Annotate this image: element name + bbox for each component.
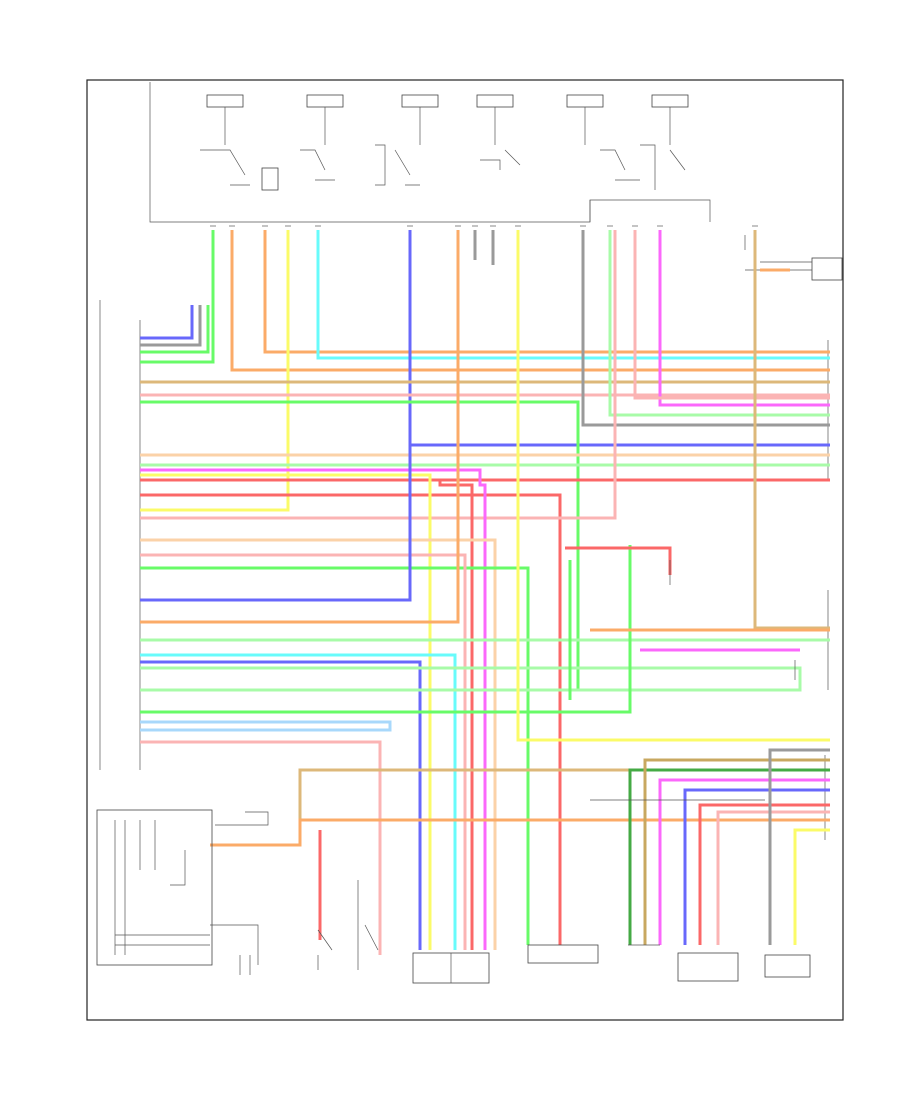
wire-red-20 <box>140 493 562 945</box>
right-top-connector <box>745 257 843 281</box>
wire-orange-2 <box>263 230 830 354</box>
wire-green-12 <box>140 400 580 690</box>
wire-orange-29 <box>140 230 460 624</box>
wire-gray-16 <box>581 230 830 427</box>
wire-blue-42 <box>683 788 830 945</box>
wire-pink-36 <box>140 740 382 955</box>
wire-pink-21 <box>140 230 617 520</box>
wire-peach-25 <box>140 538 497 950</box>
wire-yellow-48 <box>516 230 830 742</box>
wire-magenta-13 <box>658 230 830 407</box>
wire-green-9 <box>140 305 210 354</box>
wire-magenta-41 <box>658 778 830 945</box>
wire-green-34 <box>140 545 632 714</box>
wire-lightgreen-33 <box>140 666 802 692</box>
wire-lightgreen-15 <box>608 230 830 417</box>
wire-green-26 <box>140 566 530 945</box>
wire-orange-38 <box>210 818 830 847</box>
wire-lightblue-35 <box>140 720 392 732</box>
fuse-3 <box>401 94 439 145</box>
fuse-1 <box>206 94 244 145</box>
wire-yellow-3 <box>140 230 290 512</box>
wire-cyan-4 <box>316 230 830 360</box>
wire-blue-32 <box>140 660 422 950</box>
fuse-relay-box <box>149 82 711 223</box>
wire-cyan-31 <box>140 653 457 950</box>
fuse-group <box>206 94 758 227</box>
wire-red-49 <box>565 546 672 575</box>
wire-gray-46 <box>768 748 830 945</box>
wire-magenta-22 <box>140 468 487 950</box>
left-connector-strip <box>99 300 141 770</box>
wire-red-43 <box>698 803 830 945</box>
wire-pink-44 <box>716 810 830 945</box>
wire-group <box>140 230 830 955</box>
wire-red-23 <box>438 480 474 950</box>
wire-green-6 <box>140 230 215 364</box>
fuse-4 <box>476 94 514 145</box>
wire-yellow-24 <box>140 473 432 950</box>
wire-pink-14 <box>633 230 830 400</box>
bottom-left-module <box>96 809 259 966</box>
fuse-2 <box>306 94 344 145</box>
wire-tan-47 <box>753 230 830 630</box>
wire-pink-27 <box>140 553 467 950</box>
wire-yellow-45 <box>793 828 830 945</box>
wire-orange-1 <box>230 230 830 372</box>
wire-blue-7 <box>140 305 194 340</box>
fuse-5 <box>566 94 604 145</box>
relay-switches <box>200 144 686 191</box>
wire-darkgreen-39 <box>628 768 830 945</box>
wire-gray-8 <box>140 305 202 347</box>
wire-blue-28 <box>140 430 412 602</box>
wire-olive-40 <box>643 758 830 945</box>
fuse-6 <box>651 94 689 145</box>
diagram-frame <box>86 79 844 1021</box>
bottom-components <box>215 799 811 984</box>
mid-connectors <box>669 235 796 680</box>
